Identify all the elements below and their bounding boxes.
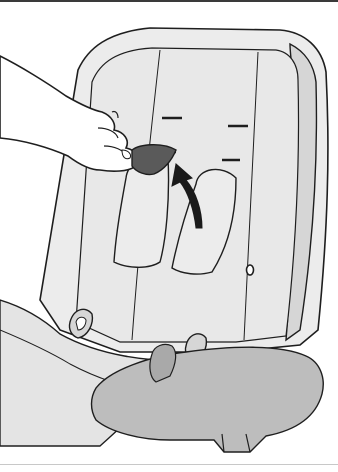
side-knob: [247, 265, 254, 275]
bottom-rule: [0, 464, 338, 465]
